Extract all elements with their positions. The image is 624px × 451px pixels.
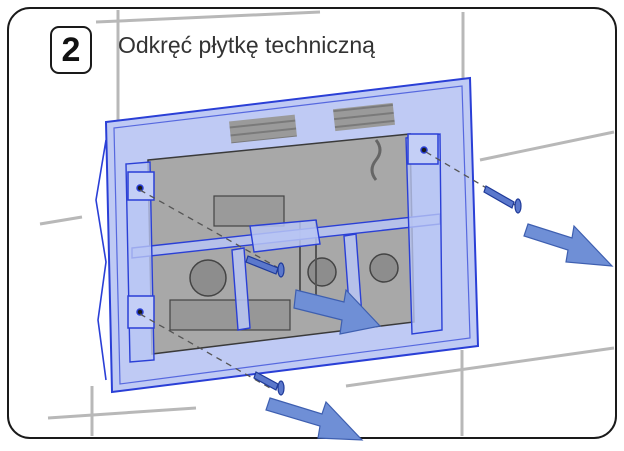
screw-brackets xyxy=(127,133,439,329)
vent-slot-right xyxy=(333,102,395,132)
step-number-badge: 2 xyxy=(50,26,92,74)
wall-tile-lines xyxy=(39,10,615,436)
vent-slot-left xyxy=(229,114,297,144)
screw-icon xyxy=(245,185,522,396)
step-caption: Odkręć płytkę techniczną xyxy=(118,32,375,58)
arrow-icon xyxy=(265,223,614,441)
